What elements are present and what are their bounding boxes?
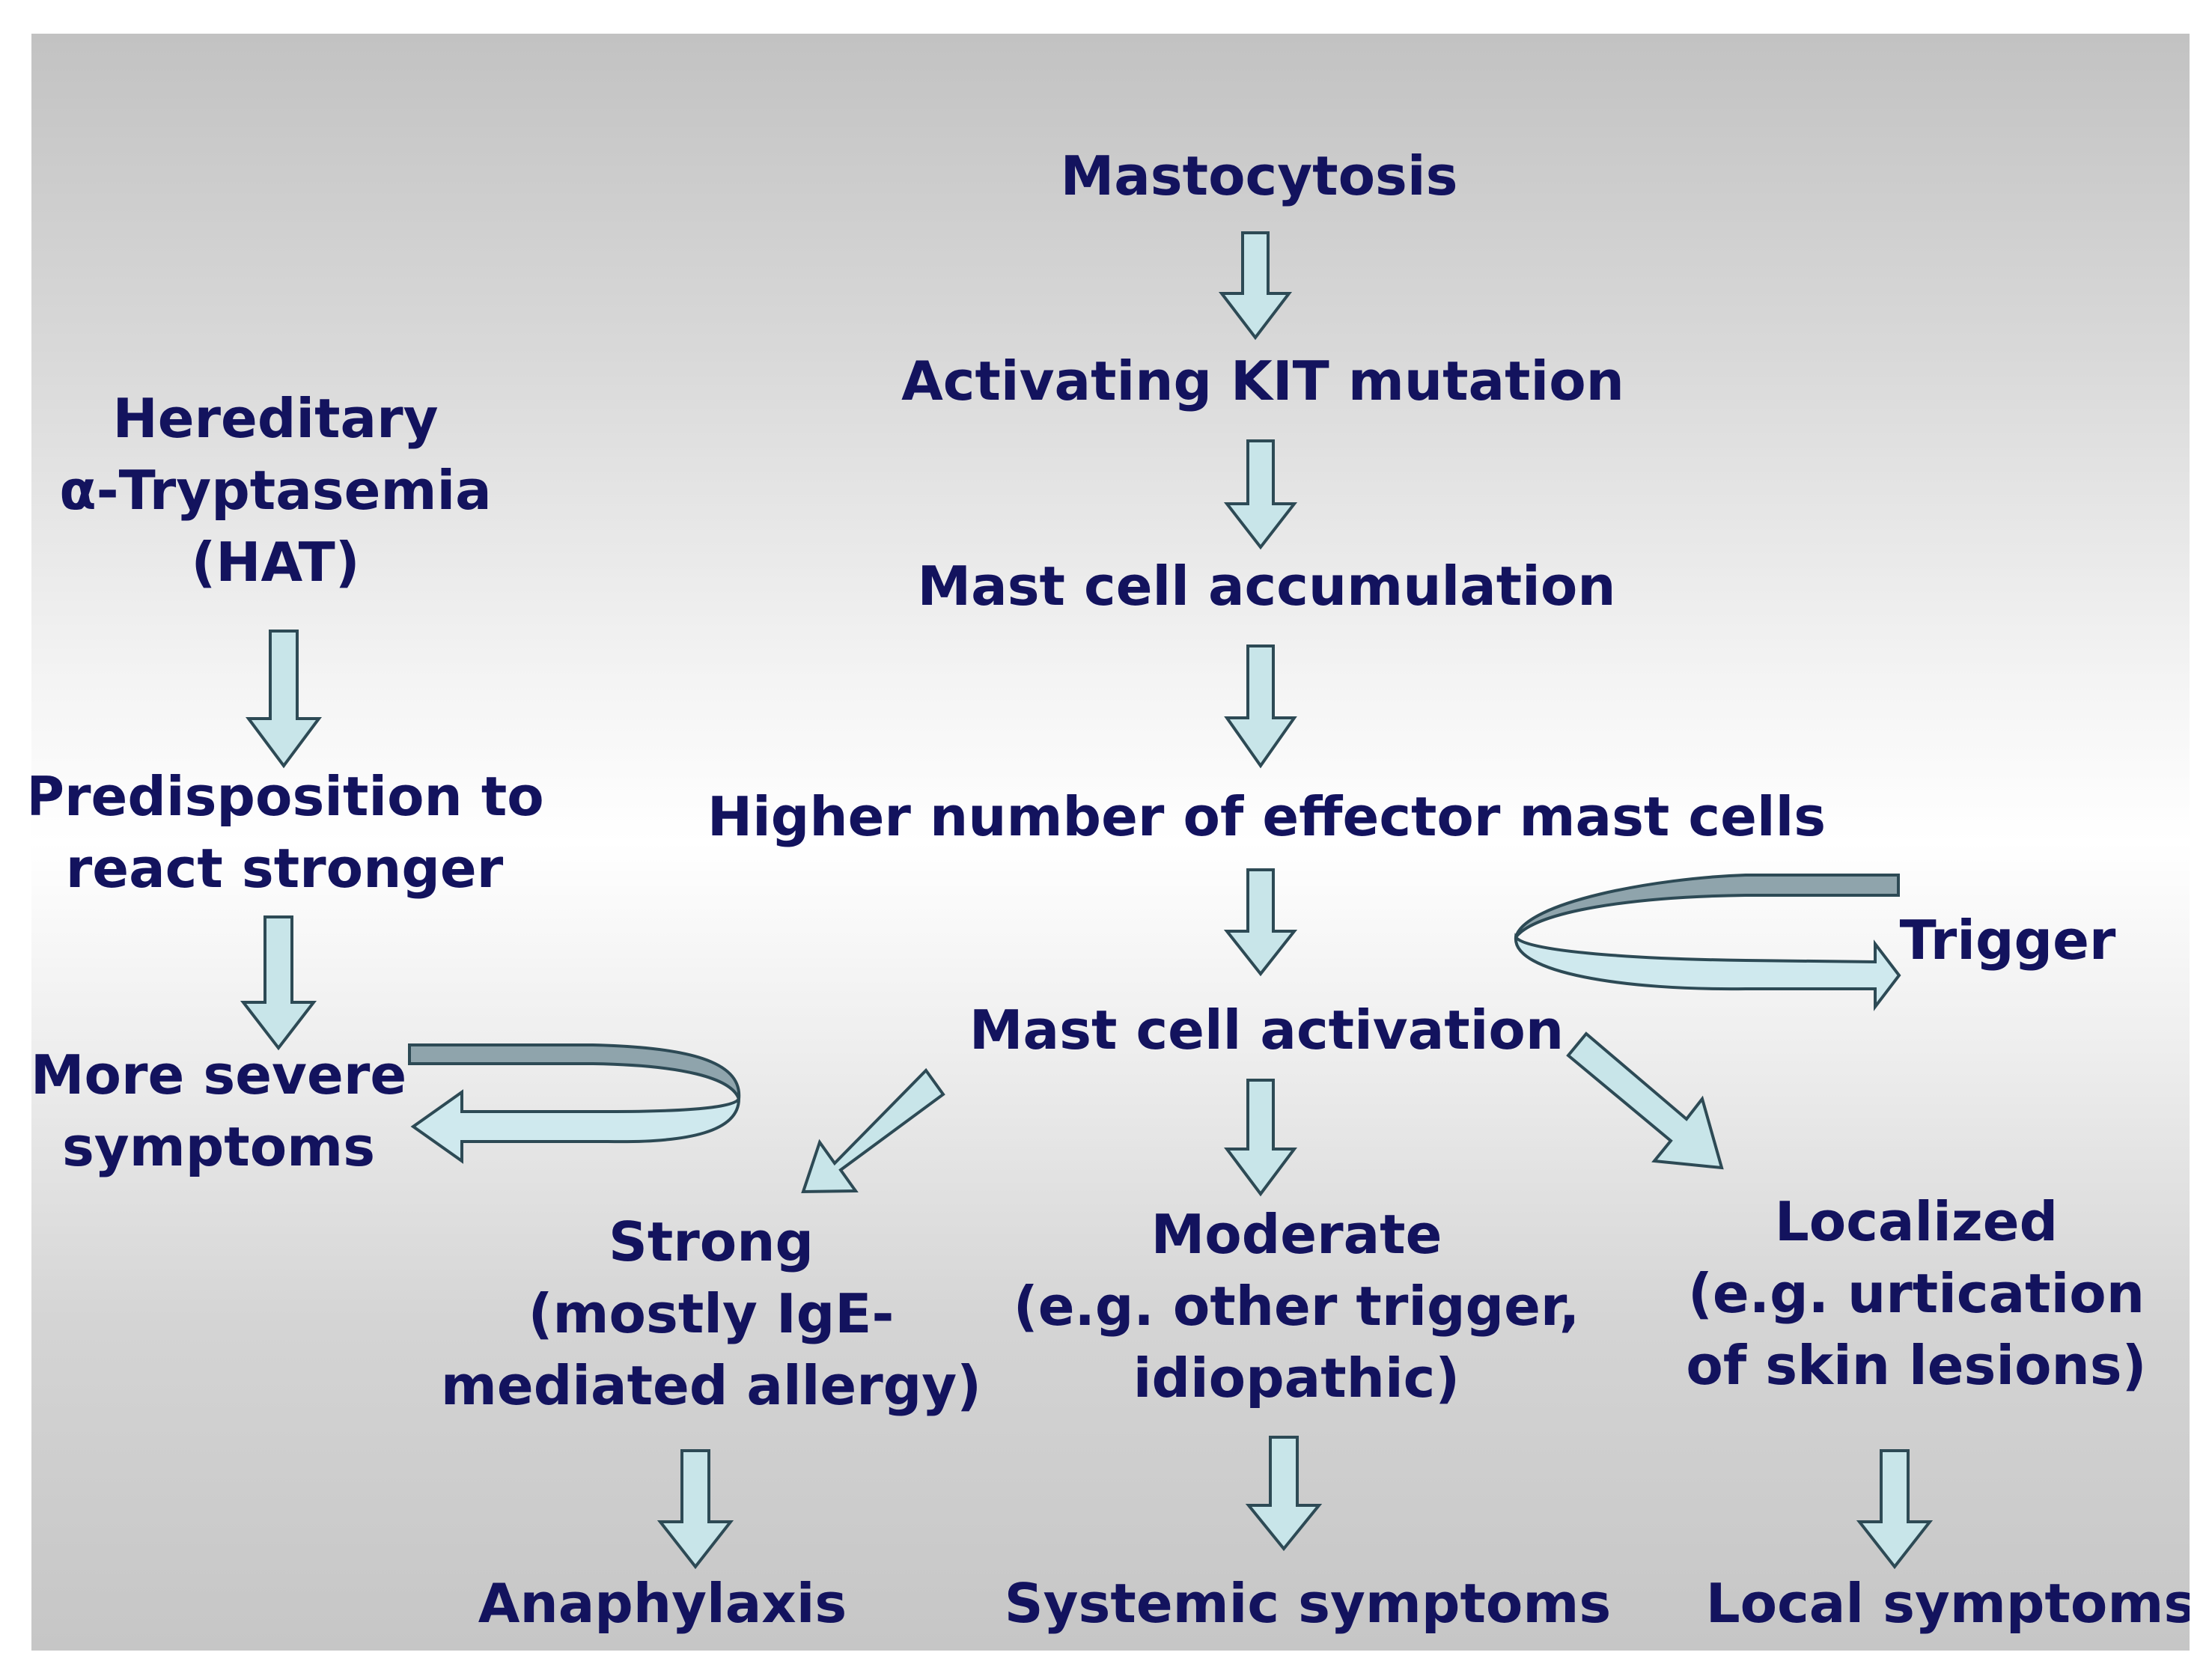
arrow-strong-to-anaphylaxis <box>656 1449 734 1570</box>
node-anaphylaxis: Anaphylaxis <box>478 1572 847 1635</box>
arrow-moderate-to-systemic <box>1245 1436 1323 1552</box>
node-hat: Hereditary α-Tryptasemia (HAT) <box>59 387 492 594</box>
trigger-loop-arrow <box>1514 933 1901 1011</box>
node-mastocytosis: Mastocytosis <box>1060 144 1458 207</box>
arrow-localized-to-local <box>1856 1449 1934 1570</box>
node-predisposition: Predisposition to react stronger <box>31 765 544 900</box>
diagram-canvas: Mastocytosis Activating KIT mutation Mas… <box>31 34 2190 1651</box>
arrow-higher-to-activation <box>1223 868 1298 977</box>
arrow-activation-to-localized <box>1566 1031 1724 1170</box>
arrow-hat-to-predisposition <box>246 630 322 769</box>
node-higher-number-effector: Higher number of effector mast cells <box>707 785 1826 848</box>
severe-loop-band-back <box>408 1043 741 1100</box>
arrow-activation-to-strong <box>801 1067 945 1194</box>
node-local-symptoms: Local symptoms <box>1705 1572 2190 1635</box>
node-trigger: Trigger <box>1899 909 2116 972</box>
node-mast-cell-activation: Mast cell activation <box>969 999 1564 1061</box>
node-moderate: Moderate (e.g. other trigger, idiopathic… <box>1013 1203 1580 1410</box>
node-more-severe-symptoms: More severe symptoms <box>31 1043 407 1178</box>
node-systemic-symptoms: Systemic symptoms <box>1004 1572 1612 1635</box>
arrow-predisposition-to-severe <box>240 915 317 1051</box>
node-kit-mutation: Activating KIT mutation <box>901 350 1624 412</box>
trigger-loop-band-back <box>1514 874 1900 939</box>
arrow-mastocytosis-to-kit <box>1218 231 1293 341</box>
arrow-accumulation-to-higher <box>1224 644 1297 769</box>
severe-loop-arrow <box>410 1089 741 1164</box>
node-localized: Localized (e.g. urtication of skin lesio… <box>1686 1190 2147 1397</box>
arrow-layer <box>240 231 1934 1570</box>
node-mast-cell-accumulation: Mast cell accumulation <box>917 555 1616 618</box>
node-strong: Strong (mostly IgE- mediated allergy) <box>440 1210 982 1417</box>
arrow-kit-to-accumulation <box>1223 439 1298 550</box>
arrow-activation-to-moderate <box>1224 1079 1297 1197</box>
